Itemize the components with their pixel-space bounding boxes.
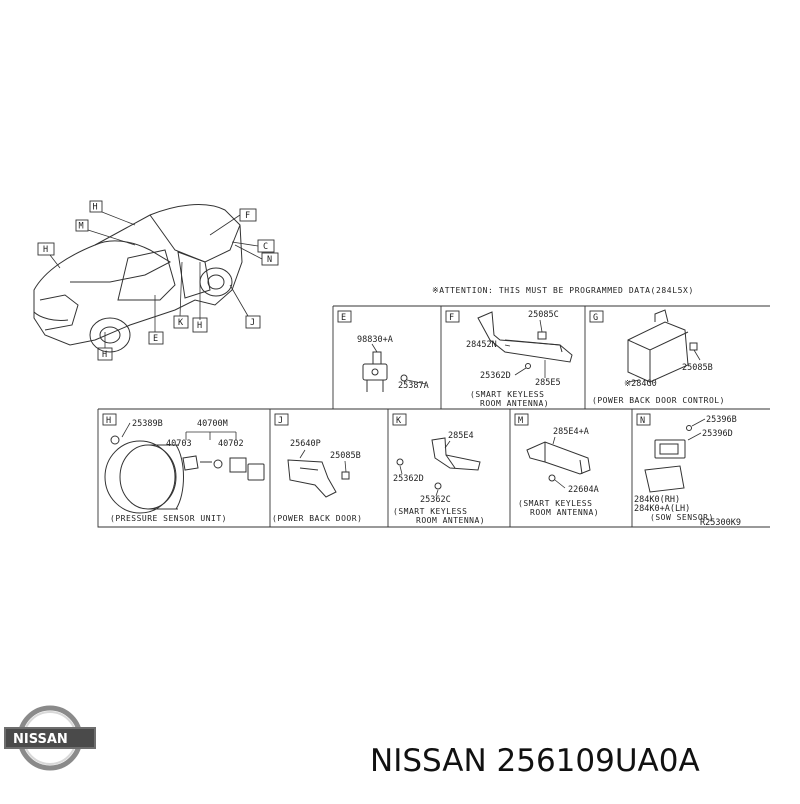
part-285e4a: 285E4+A	[553, 427, 589, 437]
car-callout-n: N	[267, 255, 272, 265]
part-284g0: ※284G0	[624, 379, 657, 389]
panel-m-letter: M	[518, 416, 523, 426]
attention-note: ※ATTENTION: THIS MUST BE PROGRAMMED DATA…	[432, 286, 694, 295]
part-25362d-k: 25362D	[393, 474, 424, 484]
panel-g: G 25085B ※284G0 (POWER BACK DOOR CONTROL…	[589, 309, 725, 405]
panel-h: H 25389B 40700M 40703 40702 (PRESSURE SE…	[102, 413, 265, 523]
panel-n: N 25396B 25396D 284K0(RH) 284K0+A(LH) (S…	[634, 413, 737, 522]
panel-e: E 98830+A 25387A	[337, 310, 429, 392]
panel-g-letter: G	[593, 313, 598, 323]
car-callout-j: J	[250, 318, 255, 328]
panel-m-caption-2: ROOM ANTENNA)	[530, 508, 599, 517]
panel-h-caption: (PRESSURE SENSOR UNIT)	[110, 514, 227, 523]
part-40703: 40703	[166, 439, 192, 449]
car-callout-k: K	[178, 318, 184, 328]
panel-m-caption-1: (SMART KEYLESS	[518, 499, 592, 508]
part-284k0-rh: 284K0(RH)	[634, 495, 680, 505]
car-callout-m: M	[79, 222, 84, 232]
part-40700m: 40700M	[197, 419, 228, 429]
panel-f: F 25085C 28452N 25362D 285E5 (SMART KEYL…	[445, 310, 573, 408]
part-285e5: 285E5	[535, 378, 561, 388]
panel-j-letter: J	[278, 416, 283, 426]
part-25640p: 25640P	[290, 439, 321, 449]
panel-k-caption-1: (SMART KEYLESS	[393, 507, 467, 516]
car-callout-f: F	[245, 211, 250, 221]
panel-row-bottom: H 25389B 40700M 40703 40702 (PRESSURE SE…	[97, 408, 770, 528]
car-callout-h-top: H	[93, 203, 98, 213]
car-callout-c: C	[263, 242, 268, 252]
panel-f-letter: F	[449, 313, 454, 323]
part-25362c: 25362C	[420, 495, 451, 505]
part-25085b-j: 25085B	[330, 451, 361, 461]
part-25389b: 25389B	[132, 419, 163, 429]
part-285e4: 285E4	[448, 431, 474, 441]
panel-e-letter: E	[341, 313, 346, 323]
panel-j: J 25640P 25085B (POWER BACK DOOR)	[272, 413, 362, 523]
panel-g-caption: (POWER BACK DOOR CONTROL)	[592, 396, 725, 405]
car-callout-e: E	[153, 334, 158, 344]
part-25396d: 25396D	[702, 429, 733, 439]
panel-n-caption: (SOW SENSOR)	[650, 513, 714, 522]
part-98830a: 98830+A	[357, 335, 393, 345]
part-25362d: 25362D	[480, 371, 511, 381]
part-22604a: 22604A	[568, 485, 599, 495]
panel-row-top: E 98830+A 25387A F 25085C 28452N 25362D	[332, 305, 770, 410]
logo-wordmark: NISSAN	[13, 732, 68, 747]
car-callout-h-front: H	[43, 245, 48, 255]
part-25085c: 25085C	[528, 310, 559, 320]
diagram-code: R25300K9	[700, 518, 741, 528]
part-25387a: 25387A	[398, 381, 429, 391]
car-callout-h-side: H	[197, 321, 202, 331]
panel-m: M 285E4+A 22604A (SMART KEYLESS ROOM ANT…	[514, 413, 599, 517]
nissan-logo: NISSAN	[4, 705, 96, 771]
panel-j-caption: (POWER BACK DOOR)	[272, 514, 362, 523]
car-callout-h-wheel: H	[102, 350, 107, 360]
panel-k: K 285E4 25362D 25362C (SMART KEYLESS ROO…	[392, 413, 485, 525]
part-28452n: 28452N	[466, 340, 497, 350]
part-284k0a-lh: 284K0+A(LH)	[634, 504, 690, 514]
part-25396b: 25396B	[706, 415, 737, 425]
part-25085b-g: 25085B	[682, 363, 713, 373]
panel-k-letter: K	[396, 416, 402, 426]
panel-f-caption-2: ROOM ANTENNA)	[480, 399, 549, 408]
panel-f-caption-1: (SMART KEYLESS	[470, 390, 544, 399]
panel-h-letter: H	[106, 416, 111, 426]
car-illustration: H M F C N H K H J E H	[33, 200, 279, 361]
part-title: NISSAN 256109UA0A	[370, 743, 700, 779]
part-40702: 40702	[218, 439, 244, 449]
panel-k-caption-2: ROOM ANTENNA)	[416, 516, 485, 525]
panel-n-letter: N	[640, 416, 645, 426]
